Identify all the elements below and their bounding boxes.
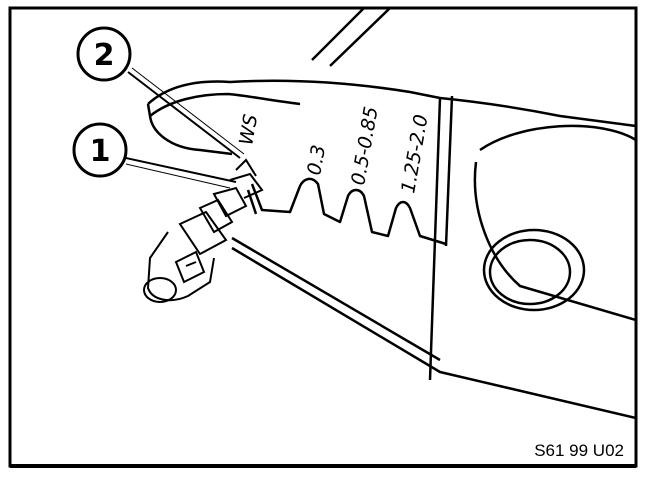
tool-handle <box>311 7 391 67</box>
figure-reference-code: S61 99 U02 <box>534 441 624 460</box>
callout-1-number: 1 <box>90 134 111 169</box>
callout-2-number: 2 <box>94 38 115 73</box>
label-size-0-3: 0.3 <box>303 143 330 177</box>
callout-2: 2 <box>76 26 245 159</box>
terminal-connector <box>143 158 264 303</box>
pivot-boss <box>482 228 586 312</box>
label-ws: WS <box>235 113 262 147</box>
callout-1: 1 <box>72 122 237 189</box>
crimp-tool-jaw <box>146 79 637 420</box>
label-size-0-5-0-85: 0.5-0.85 <box>347 105 382 187</box>
label-size-1-25-2-0: 1.25-2.0 <box>397 113 432 195</box>
